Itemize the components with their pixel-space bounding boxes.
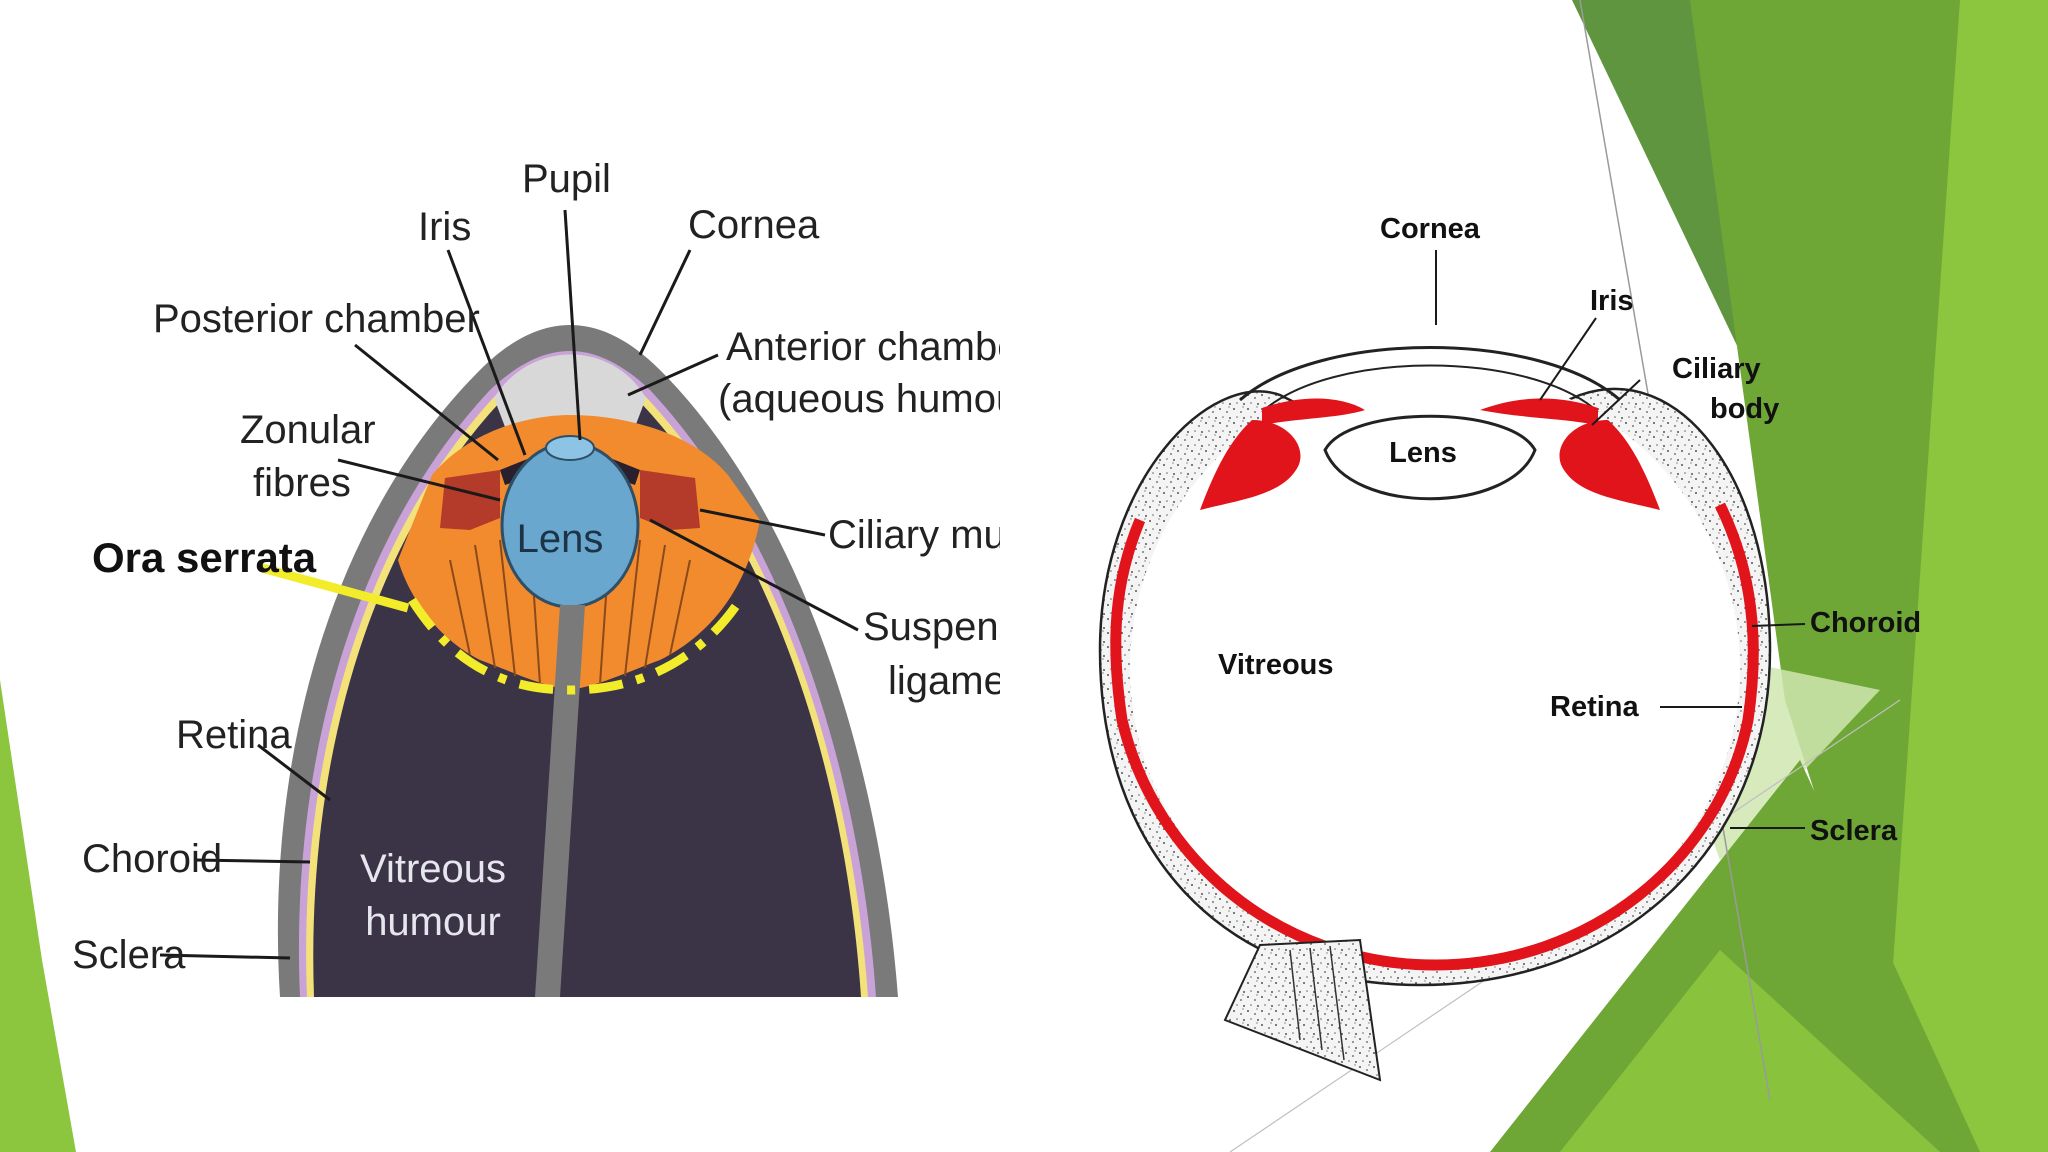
label-r-ciliary: Ciliary	[1672, 353, 1761, 385]
leader-zonular	[337, 458, 501, 502]
ora-serrata-line	[408, 597, 744, 695]
label-fibres: fibres	[253, 461, 351, 505]
theme-shape-right-light	[1880, 0, 2048, 1152]
label-r-retina: Retina	[1550, 691, 1640, 723]
iris-left-red	[1262, 398, 1365, 425]
lens-outline	[1323, 414, 1537, 501]
optic-nerve-fibres	[1289, 945, 1345, 1061]
anterior-eye-section-diagram: Pupil Iris Cornea Posterior chamber Ante…	[0, 157, 1077, 1152]
label-cornea: Cornea	[688, 203, 820, 247]
ciliary-muscle-left	[440, 470, 500, 530]
label-choroid: Choroid	[82, 837, 222, 881]
choroid-ring	[1110, 502, 1759, 971]
leader-posterior-chamber	[354, 343, 499, 462]
theme-shape-bottom	[1490, 760, 1980, 1152]
leader-cornea	[638, 249, 692, 356]
cornea-inner-arc	[1261, 364, 1599, 413]
left-bottom-mask	[0, 997, 1000, 1152]
leader-iris	[446, 249, 527, 456]
leader-sclera	[159, 953, 291, 960]
label-vitreous: Vitreous	[360, 847, 506, 891]
label-r-body: body	[1710, 393, 1779, 425]
label-posterior-chamber: Posterior chamber	[153, 297, 480, 341]
leader-pupil	[563, 209, 582, 441]
label-r-lens: Lens	[1389, 437, 1457, 469]
vitreous-cavity	[1130, 368, 1740, 968]
leader-ora-serrata	[260, 563, 410, 613]
cornea-arc	[1239, 346, 1621, 402]
leader-r-iris	[1539, 317, 1597, 401]
leader-suspensory	[649, 518, 859, 632]
label-anterior-chamber: Anterior chamber	[726, 325, 1033, 369]
label-ligament: ligament	[888, 659, 1039, 703]
label-r-choroid: Choroid	[1810, 607, 1921, 639]
eye-cross-section-diagram: Cornea Iris Ciliary body Lens Vitreous C…	[1098, 213, 1921, 1082]
label-r-iris: Iris	[1590, 285, 1634, 317]
leader-ciliary-muscle	[699, 508, 826, 537]
label-ora-serrata: Ora serrata	[92, 534, 317, 581]
leader-r-choroid	[1751, 623, 1806, 627]
label-suspensory: Suspensory	[863, 605, 1074, 649]
label-retina: Retina	[176, 713, 292, 757]
label-aqueous-humour: (aqueous humour)	[718, 377, 1045, 421]
label-zonular: Zonular	[240, 408, 376, 452]
ciliary-body-right	[1559, 420, 1660, 510]
leader-r-ciliary	[1591, 379, 1641, 426]
theme-shape-left	[0, 680, 76, 1152]
label-pupil: Pupil	[522, 157, 611, 201]
hyaloid-canal	[535, 605, 585, 997]
leader-retina	[257, 743, 331, 802]
lens-bulge	[545, 435, 595, 461]
label-humour: humour	[365, 900, 501, 944]
label-ciliary-muscle: Ciliary muscle	[828, 513, 1077, 557]
iris-right-red	[1480, 398, 1598, 425]
label-r-vitreous: Vitreous	[1218, 649, 1334, 681]
theme-shape-bottom-light	[1560, 950, 1940, 1152]
optic-nerve	[1223, 938, 1382, 1082]
ciliary-muscle-right	[640, 470, 700, 530]
label-sclera: Sclera	[72, 933, 186, 977]
label-r-cornea: Cornea	[1380, 213, 1481, 245]
label-lens: Lens	[517, 517, 604, 561]
label-iris: Iris	[418, 205, 471, 249]
leader-anterior-chamber	[627, 353, 719, 397]
leader-choroid	[194, 858, 311, 864]
label-r-sclera: Sclera	[1810, 815, 1898, 847]
ciliary-body-left	[1200, 420, 1301, 510]
